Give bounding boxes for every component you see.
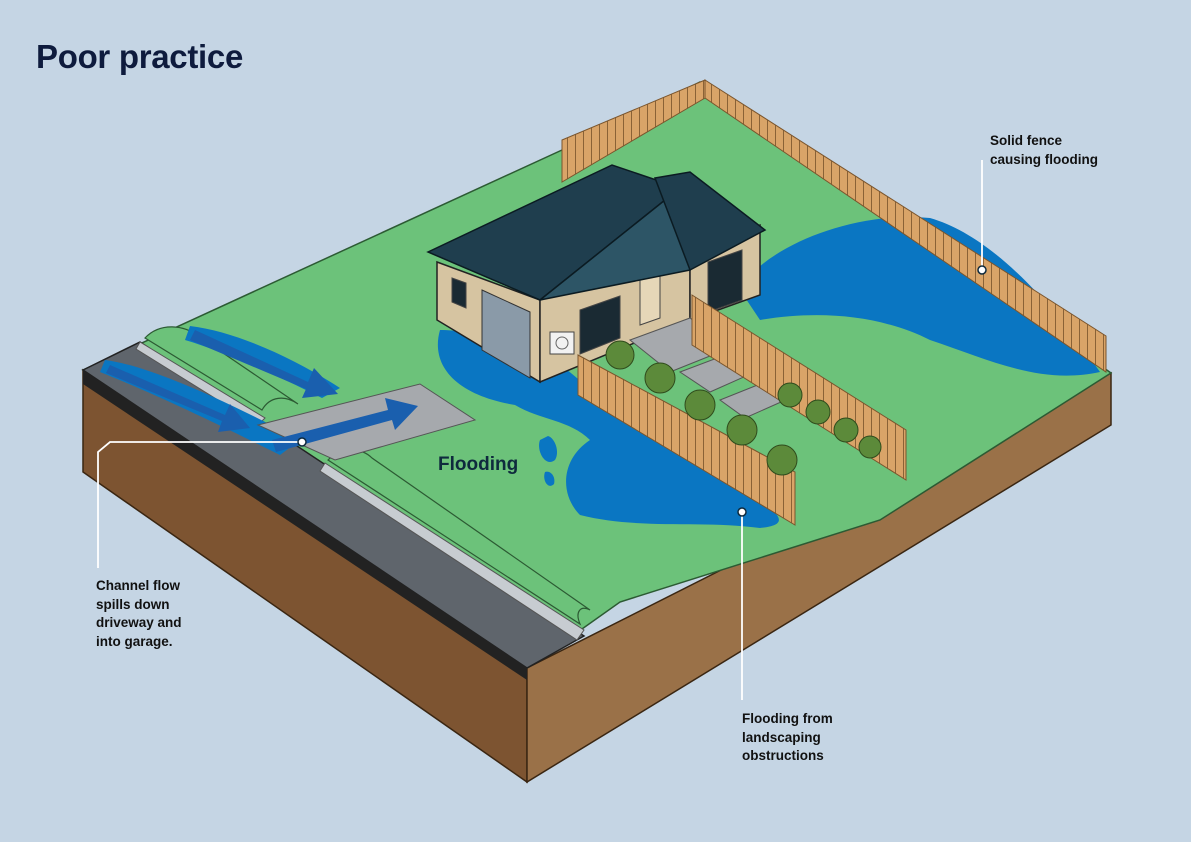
callout-channel-flow: Channel flow spills down driveway and in… bbox=[96, 577, 182, 651]
rear-fence-right bbox=[704, 79, 1107, 373]
flow-arrow bbox=[190, 330, 338, 398]
flow-arrow bbox=[272, 398, 418, 452]
page-title: Poor practice bbox=[36, 38, 244, 75]
leader-lines bbox=[97, 160, 983, 700]
front-fence bbox=[577, 354, 796, 526]
garage-door bbox=[481, 289, 531, 379]
callout-line: driveway and bbox=[96, 615, 182, 630]
callout-line: spills down bbox=[96, 596, 170, 612]
road-edge bbox=[83, 370, 527, 680]
callout-solid-fence: Solid fence causing flooding bbox=[990, 132, 1098, 169]
callout-line: Flooding from bbox=[742, 711, 833, 726]
kerb-right bbox=[319, 462, 585, 641]
roof-wing bbox=[653, 171, 767, 272]
window bbox=[451, 277, 467, 309]
callout-line: landscaping bbox=[742, 729, 821, 745]
leader-dots bbox=[297, 265, 987, 517]
front-water bbox=[437, 330, 779, 528]
berm-left bbox=[144, 326, 299, 411]
front-door bbox=[639, 273, 661, 326]
rear-water bbox=[740, 216, 1100, 376]
callout-line: obstructions bbox=[742, 748, 824, 763]
callout-line: Channel flow bbox=[96, 578, 180, 593]
wing-window bbox=[707, 249, 743, 313]
callout-line: Solid fence bbox=[990, 133, 1063, 148]
callout-line: into garage. bbox=[96, 633, 173, 649]
puddle-small bbox=[544, 471, 555, 486]
flow-arrow bbox=[106, 365, 250, 432]
shrubs bbox=[605, 340, 882, 476]
heat-pump-fan bbox=[555, 336, 569, 350]
heat-pump bbox=[549, 331, 575, 355]
flooding-label: Flooding bbox=[438, 454, 519, 475]
callout-landscaping-flooding: Flooding from landscaping obstructions bbox=[742, 710, 833, 766]
sliding-door bbox=[579, 295, 621, 355]
puddle bbox=[539, 436, 558, 462]
callout-line: causing flooding bbox=[990, 151, 1098, 167]
